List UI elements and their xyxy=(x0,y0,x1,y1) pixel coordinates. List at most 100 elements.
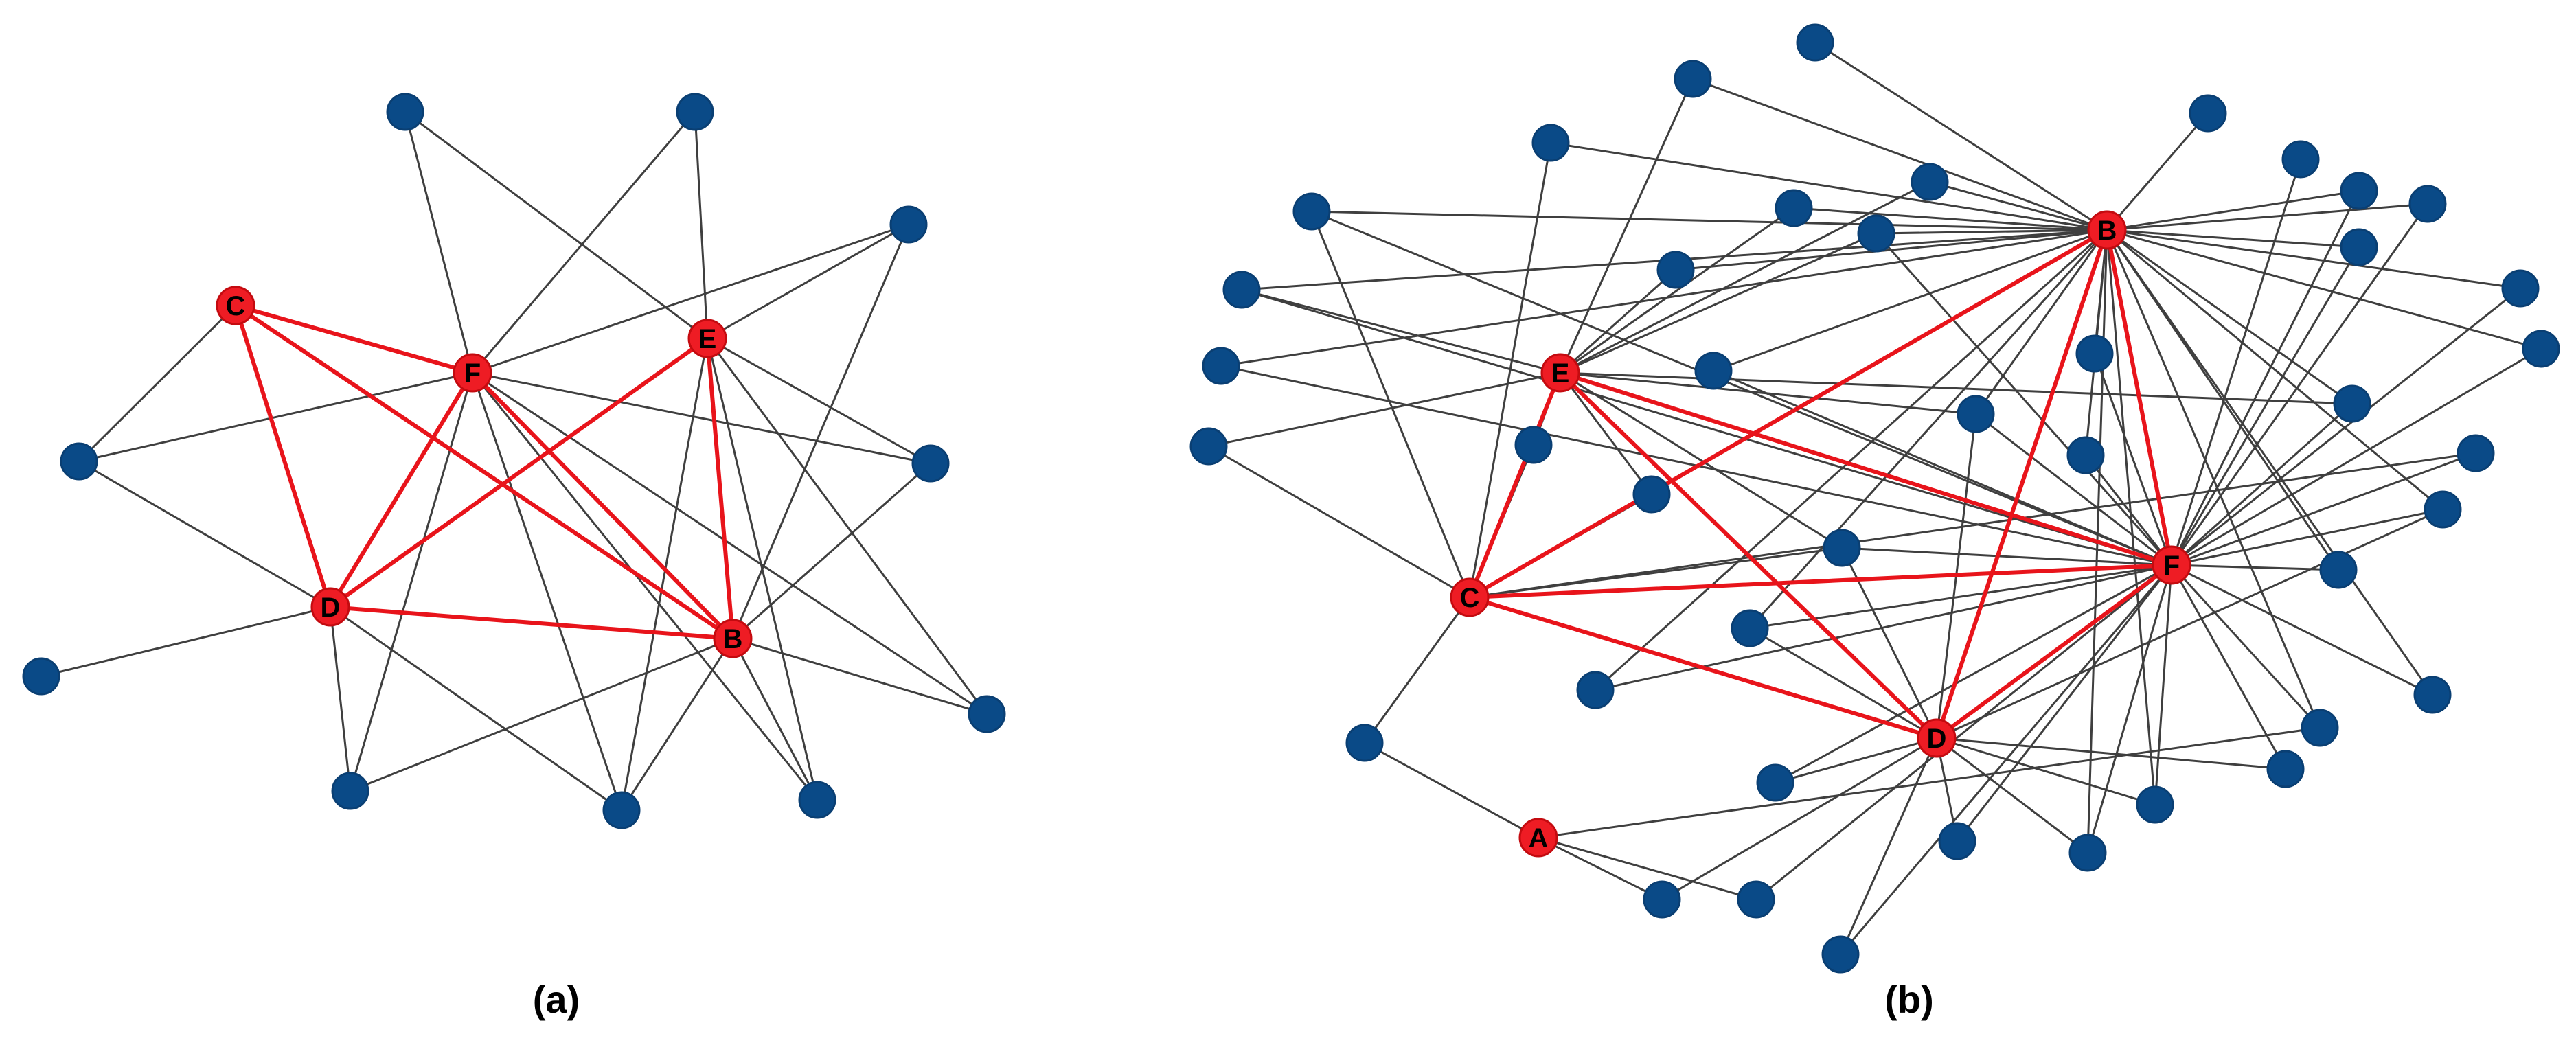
panel-a-edge-F-n3 xyxy=(472,223,909,374)
panel-b-node-p41 xyxy=(1821,935,1860,974)
panel-b-edge-F-p30 xyxy=(1749,564,2172,630)
panel-b-node-A xyxy=(1518,818,1558,858)
panel-b-edge-E-D xyxy=(1558,371,1939,740)
panel-b-edge-F-p34 xyxy=(2170,564,2321,729)
panel-b-node-p7 xyxy=(1292,192,1331,231)
panel-b-edge-B-p6 xyxy=(1793,207,2108,231)
panel-b-edge-B-p34 xyxy=(2106,229,2321,728)
panel-a-node-n9 xyxy=(602,791,641,829)
panel-b-edge-F-p39 xyxy=(2086,564,2173,853)
panel-b-node-p24 xyxy=(1957,395,1995,433)
panel-a-node-E xyxy=(687,319,727,358)
panel-a-edge-E-n2 xyxy=(694,111,709,339)
panel-a-edge-F-D xyxy=(328,371,475,608)
panel-b-edge-C-p28 xyxy=(1469,547,1843,599)
panel-b-edge-F-p11 xyxy=(1875,233,2173,566)
panel-b-node-p40 xyxy=(1737,880,1775,919)
panel-a-node-label-E: E xyxy=(698,324,717,354)
panel-b-edge-D-F xyxy=(1935,563,2173,740)
panel-b-edge-C-p33 xyxy=(1363,597,1471,744)
panel-b-edge-F-p36 xyxy=(2170,564,2287,770)
panel-b-edge-B-p3 xyxy=(1550,141,2108,231)
panel-b-edge-F-p40 xyxy=(1755,564,2172,901)
panel-b-node-p26 xyxy=(2457,434,2495,472)
panel-b-node-p14 xyxy=(2501,269,2540,308)
panel-b-node-label-A: A xyxy=(1529,823,1549,853)
panel-b-edge-E-p11 xyxy=(1560,232,1877,374)
panel-b-edge-C-F xyxy=(1469,563,2172,599)
panel-a-node-n7 xyxy=(968,695,1006,733)
panel-b-node-label-D: D xyxy=(1927,724,1947,754)
panel-b-node-p8 xyxy=(2281,140,2320,179)
panel-a-edge-C-D xyxy=(233,305,332,608)
panel-b-edge-E-p6 xyxy=(1560,207,1794,374)
panel-b-node-p39 xyxy=(2068,834,2107,872)
panel-b-edge-D-p36 xyxy=(1936,737,2286,770)
panel-b-edge-B-p1 xyxy=(1814,41,2108,231)
panel-b-edge-E-p20 xyxy=(1560,371,2353,405)
panel-b-edge-B-p2 xyxy=(1692,78,2108,231)
panel-a-edges xyxy=(41,111,988,812)
panel-b-node-p22 xyxy=(1514,426,1553,464)
panel-b-node-p13 xyxy=(2340,228,2378,266)
panel-b-edge-C-D xyxy=(1469,595,1937,740)
panel-b-edge-E-p5 xyxy=(1560,181,1930,374)
panel-b-node-label-E: E xyxy=(1551,358,1570,389)
panel-b-edge-F-p8 xyxy=(2170,159,2302,566)
panel-b-edge-B-p20 xyxy=(2106,229,2353,405)
panel-b-edge-B-p9 xyxy=(2106,190,2360,231)
panel-b-node-p9 xyxy=(2340,172,2378,210)
panel-b-edge-A-p34 xyxy=(1538,726,2321,839)
panel-a-edge-B-n9 xyxy=(620,638,734,811)
panel-b-edge-F-p16 xyxy=(2171,347,2542,566)
panel-b-edge-B-p16 xyxy=(2106,229,2542,350)
panel-b-node-p6 xyxy=(1775,189,1813,227)
panel-a-node-label-F: F xyxy=(464,358,481,389)
panel-a-node-n4 xyxy=(60,442,98,481)
panel-b-edge-C-p7 xyxy=(1310,211,1471,598)
panel-b-edge-D-p30 xyxy=(1749,627,1937,739)
panel-b-edge-B-p38 xyxy=(2106,229,2156,805)
panel-b-edge-C-B xyxy=(1468,228,2108,599)
panel-b-edge-C-p26 xyxy=(1469,452,2476,599)
panel-b-edge-E-p21 xyxy=(1208,371,1561,448)
panel-a-edge-F-n8 xyxy=(349,372,474,792)
panel-b-node-p35 xyxy=(1756,763,1794,802)
panel-a-edge-C-F xyxy=(235,303,473,375)
panel-b-node-p20 xyxy=(2333,384,2371,423)
panel-b-edge-E-p2 xyxy=(1559,78,1694,374)
panel-b-edge-D-p41 xyxy=(1839,737,1938,955)
panel-b-edge-C-p21 xyxy=(1208,445,1470,599)
panel-b-edge-F-p28 xyxy=(1841,547,2172,566)
panel-b-edge-A-p33 xyxy=(1364,742,1539,839)
panel-b-edge-F-p13 xyxy=(2170,246,2360,566)
panel-a-edge-F-n4 xyxy=(78,371,473,463)
panel-a-caption: (a) xyxy=(533,978,580,1021)
panel-b-node-p28 xyxy=(1823,529,1861,567)
panel-b-edge-B-p31 xyxy=(1594,229,2108,691)
panel-a-node-D xyxy=(310,587,350,627)
panel-b-node-p29 xyxy=(2319,551,2358,589)
panel-b-edge-E-C xyxy=(1468,371,1562,599)
panel-a-edge-F-n5 xyxy=(472,371,931,465)
panel-b-node-D xyxy=(1917,718,1957,758)
panel-b-node-label-B: B xyxy=(2097,216,2117,246)
panel-b-edge-F-p24 xyxy=(1975,413,2172,566)
panel-b-node-p25 xyxy=(2066,436,2105,474)
panel-b-node-p10 xyxy=(2408,185,2447,223)
panel-a-edge-F-n2 xyxy=(471,111,696,374)
panel-b-node-p30 xyxy=(1731,609,1769,647)
panel-b-node-p23 xyxy=(1632,475,1671,514)
panel-a-edge-E-n7 xyxy=(706,338,988,715)
panel-a-edge-F-B xyxy=(470,371,735,641)
panel-a-edge-C-B xyxy=(234,303,734,641)
panel-b-node-p16 xyxy=(2522,330,2560,368)
panel-a-edge-E-n1 xyxy=(404,111,708,340)
panel-b-node-C xyxy=(1450,577,1490,617)
panel-b-edge-F-p35 xyxy=(1775,564,2172,784)
panel-b-edge-E-p15 xyxy=(1241,288,1561,374)
panel-b-node-p34 xyxy=(2301,709,2339,747)
